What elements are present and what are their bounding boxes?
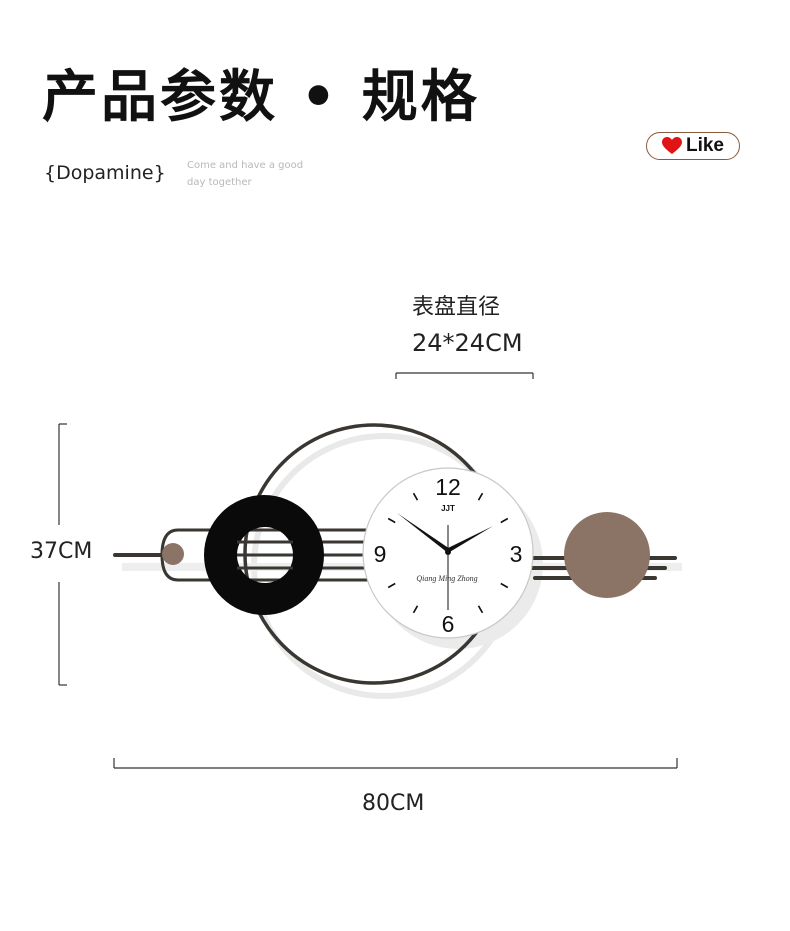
clock-hands [397, 513, 493, 610]
rods-through-donut [237, 540, 293, 570]
numeral-9: 9 [374, 541, 387, 567]
clock-tick-marks [387, 492, 509, 614]
dial-diameter-label: 表盘直径 [412, 295, 501, 320]
width-dimension-line [113, 758, 678, 769]
height-dimension-line [58, 423, 67, 686]
taupe-disc [564, 512, 650, 598]
minute-hand [446, 526, 493, 553]
clock-numerals: 12 3 6 9 [374, 474, 523, 637]
black-donut-disc [204, 495, 324, 615]
hour-hand [397, 513, 450, 553]
numeral-12: 12 [435, 474, 461, 500]
clock-script-text: Qiang Ming Zhong [416, 574, 477, 583]
numeral-6: 6 [442, 611, 455, 637]
brand-name: {Dopamine} [44, 162, 166, 184]
dial-diameter-value: 24*24CM [412, 329, 523, 357]
clock-center-cap [445, 549, 451, 555]
page-title: 产品参数 • 规格 [42, 65, 480, 130]
tagline-line-1: Come and have a good [187, 160, 304, 171]
like-button[interactable]: Like [646, 132, 740, 160]
heart-icon [661, 137, 682, 154]
height-dimension: 37CM [30, 539, 93, 564]
small-taupe-bead [162, 543, 184, 565]
like-label: Like [685, 135, 725, 156]
numeral-3: 3 [510, 541, 523, 567]
tagline-line-2: day together [187, 177, 252, 188]
tagline: Come and have a good day together [187, 157, 317, 191]
clock-logo: JJT [441, 504, 455, 513]
dial-dimension-line [395, 372, 534, 379]
width-dimension: 80CM [362, 791, 425, 816]
